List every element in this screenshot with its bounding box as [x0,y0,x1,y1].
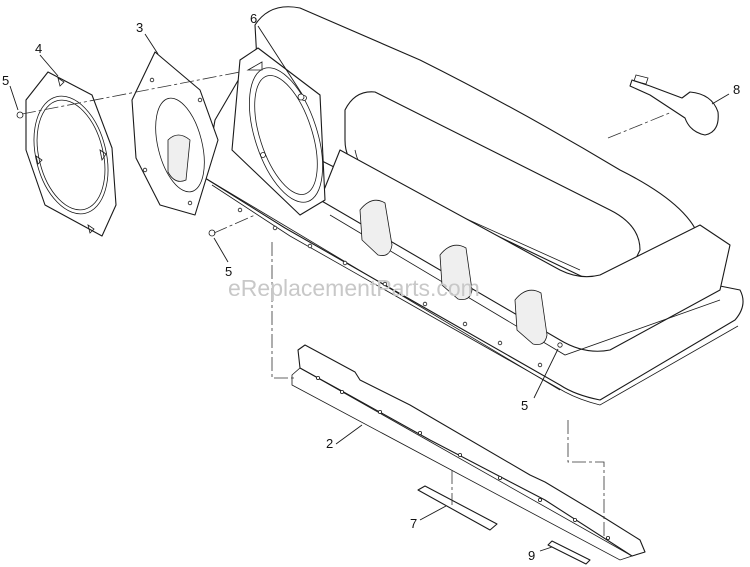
leaders [9,25,730,552]
callout-9: 9 [528,548,535,563]
callout-5-left: 5 [2,73,9,88]
fasteners [16,93,305,237]
callout-2: 2 [326,436,333,451]
part-9-strip [547,540,591,565]
alignment-lines [21,71,673,538]
callout-3: 3 [136,20,143,35]
screw-5-mid [208,229,216,237]
watermark-text: eReplacementParts.com [228,275,480,301]
part-4-gasket [25,71,117,237]
housing [204,6,744,406]
callout-4: 4 [35,41,42,56]
part-8-latch [629,74,719,136]
callout-5-right: 5 [521,398,528,413]
callout-7: 7 [410,516,417,531]
callouts: 4 3 6 5 5 5 8 2 7 9 [2,11,740,563]
callout-6: 6 [250,11,257,26]
part-3-plate [131,51,219,216]
part-7-strip [417,485,498,531]
screw-6 [297,93,305,101]
callout-5-middle: 5 [225,264,232,279]
callout-8: 8 [733,82,740,97]
part-2-bracket [291,344,646,561]
screw-5-left [16,111,24,119]
